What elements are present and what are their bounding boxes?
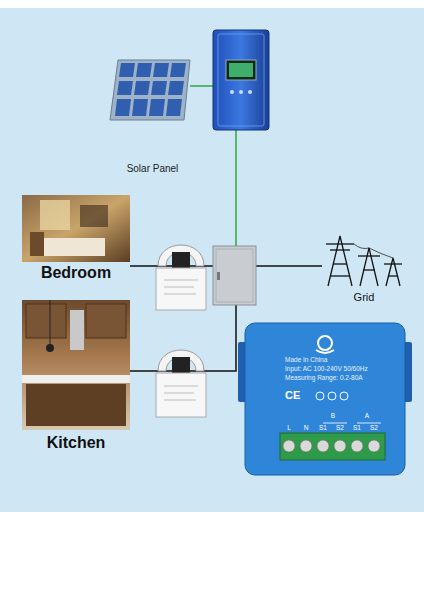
node-label: Grid [318,291,410,303]
background-panel [0,8,424,512]
node-label: Input: AC 100-240V 50/60Hz [285,365,400,372]
node-label: A [361,412,373,419]
node-label: Measuring Range: 0.2-80A [285,374,400,381]
inverter [213,30,269,130]
node-label: S2 [366,424,382,431]
ct-clamp [156,350,206,417]
meter-module-node: Made In ChinaInput: AC 100-240V 50/60HzM… [245,323,405,475]
bedroom-photo [22,195,130,262]
room-node: Bedroom [20,193,132,288]
room-node: Kitchen [20,298,132,458]
meter-module [238,323,412,475]
grid-towers [326,236,402,286]
node-label: N [298,424,314,431]
kitchen-photo [22,300,130,430]
node-label: S1 [315,424,331,431]
grid-node: Grid [318,230,410,308]
node-label: Bedroom [20,264,132,282]
node-label: CE [285,389,315,401]
node-label: Solar Panel [105,163,200,174]
distribution-box [213,246,256,305]
solar-panel-icon [110,60,190,120]
node-label: S1 [349,424,365,431]
node-label: S2 [332,424,348,431]
node-label: L [281,424,297,431]
solar-panel-node: Solar Panel [105,55,200,183]
node-label: Kitchen [20,434,132,452]
node-label: B [327,412,339,419]
node-label: Made In China [285,356,400,363]
ct-clamp [156,245,206,310]
